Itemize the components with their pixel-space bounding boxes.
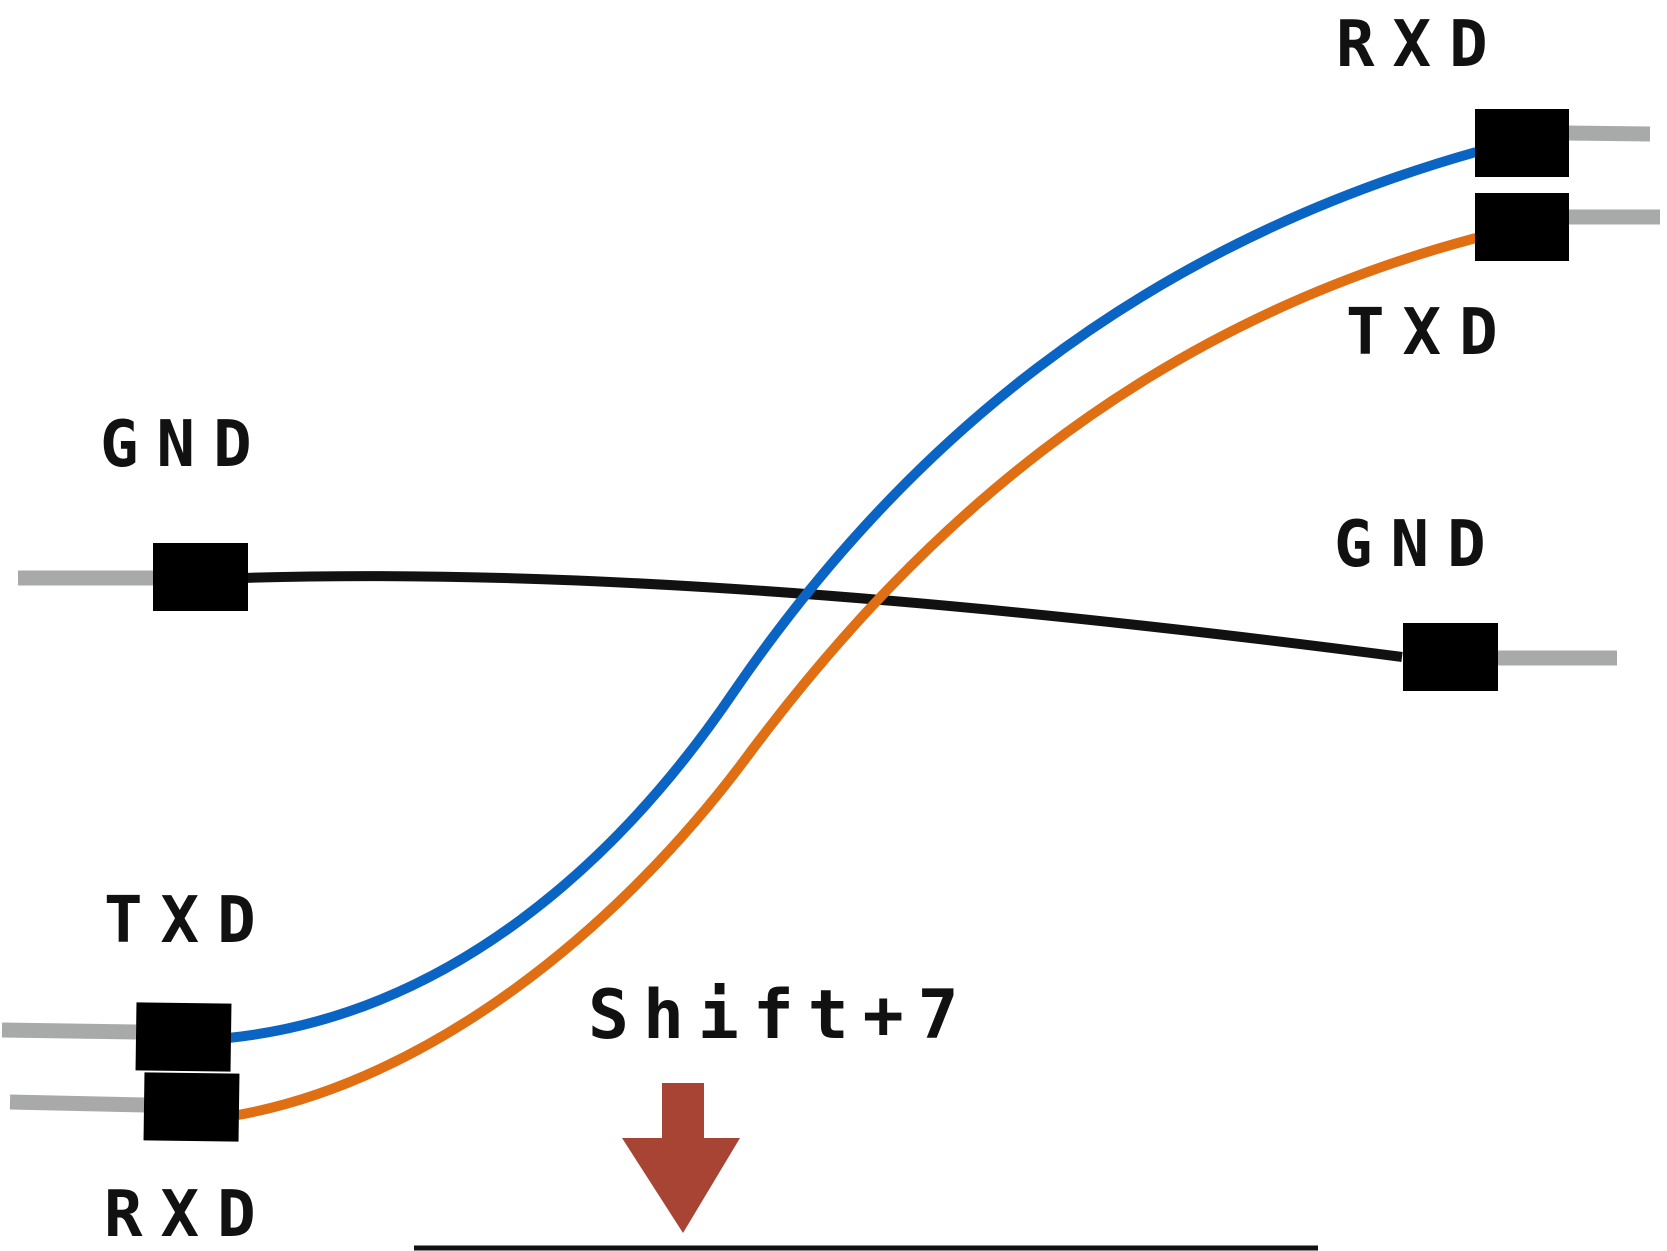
key-hint-label: Shift+7 <box>588 976 973 1055</box>
rxd-to-txd-wire <box>237 233 1478 1120</box>
right-gnd-label: GND <box>1334 508 1504 582</box>
right-gnd-header <box>1403 623 1498 691</box>
left-txd-pin-lead <box>1 1022 137 1040</box>
right-rxd-header <box>1475 109 1569 177</box>
left-txd-label: TXD <box>104 884 274 958</box>
right-txd-label: TXD <box>1346 296 1516 370</box>
down-arrow-icon <box>622 1083 740 1233</box>
left-rxd-label: RXD <box>104 1178 274 1251</box>
pin-labels: GND TXD RXD RXD TXD GND <box>100 8 1516 1251</box>
left-txd-header <box>135 1002 232 1072</box>
gnd-wire <box>239 571 1403 662</box>
headers <box>135 109 1569 1142</box>
right-rxd-label: RXD <box>1336 8 1506 82</box>
txd-to-rxd-wire <box>227 147 1478 1043</box>
pin-leads <box>1 125 1660 1113</box>
right-rxd-pin-lead <box>1564 125 1651 142</box>
right-txd-header <box>1475 193 1569 261</box>
left-gnd-label: GND <box>100 408 270 482</box>
key-hint: Shift+7 <box>414 976 1318 1251</box>
left-rxd-pin-lead <box>9 1094 147 1113</box>
left-rxd-header <box>143 1072 240 1142</box>
left-gnd-header <box>153 543 248 611</box>
wires <box>227 147 1478 1120</box>
